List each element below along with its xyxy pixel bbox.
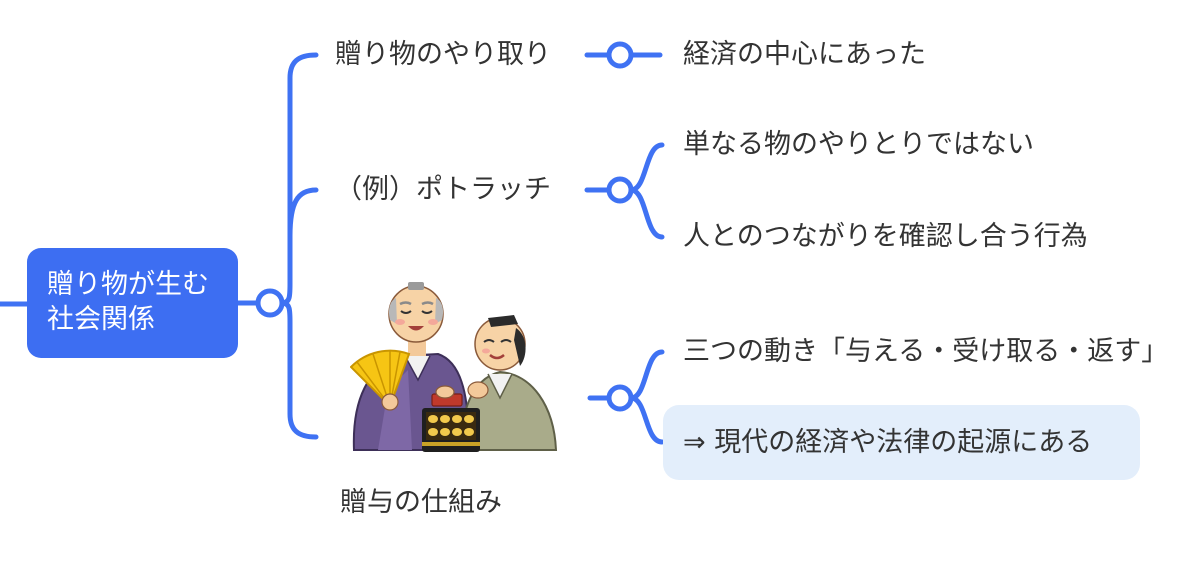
- subbranch-line: [631, 398, 662, 442]
- branch-line-gift-mechanism: [282, 303, 316, 437]
- subtopic-modern-origins[interactable]: ⇒ 現代の経済や法律の起源にある: [663, 405, 1140, 480]
- topic-gift-exchange[interactable]: 贈り物のやり取り: [335, 37, 551, 73]
- gold-coin-box: [422, 408, 480, 452]
- branch-collapse-toggle[interactable]: [609, 179, 631, 201]
- subtopic-not-mere-exchange[interactable]: 単なる物のやりとりではない: [683, 127, 1034, 163]
- root-collapse-toggle[interactable]: [258, 291, 282, 315]
- topic-potlatch-example[interactable]: （例）ポトラッチ: [335, 172, 551, 208]
- branch-collapse-toggle[interactable]: [609, 387, 631, 409]
- subbranch-line: [631, 190, 662, 237]
- subtopic-three-actions[interactable]: 三つの動き「与える・受け取る・返す」: [683, 334, 1168, 370]
- root-topic-line: 贈り物が生む: [47, 267, 238, 302]
- subtopic-confirming-bonds[interactable]: 人とのつながりを確認し合う行為: [683, 219, 1088, 255]
- branch-line-gift-exchange: [282, 55, 316, 303]
- subtopic-center-of-economy[interactable]: 経済の中心にあった: [683, 37, 926, 73]
- subbranch-line: [631, 145, 662, 190]
- image-topic-caption[interactable]: 贈与の仕組み: [340, 485, 502, 521]
- root-topic-line: 社会関係: [47, 302, 238, 337]
- branch-collapse-toggle[interactable]: [609, 44, 631, 66]
- branch-line-potlatch: [290, 190, 316, 236]
- subtopic-modern-origins-label: ⇒ 現代の経済や法律の起源にある: [683, 427, 1092, 458]
- gift-exchange-illustration[interactable]: [350, 278, 560, 458]
- subbranch-line: [631, 352, 662, 398]
- root-topic[interactable]: 贈り物が生む 社会関係: [27, 248, 238, 358]
